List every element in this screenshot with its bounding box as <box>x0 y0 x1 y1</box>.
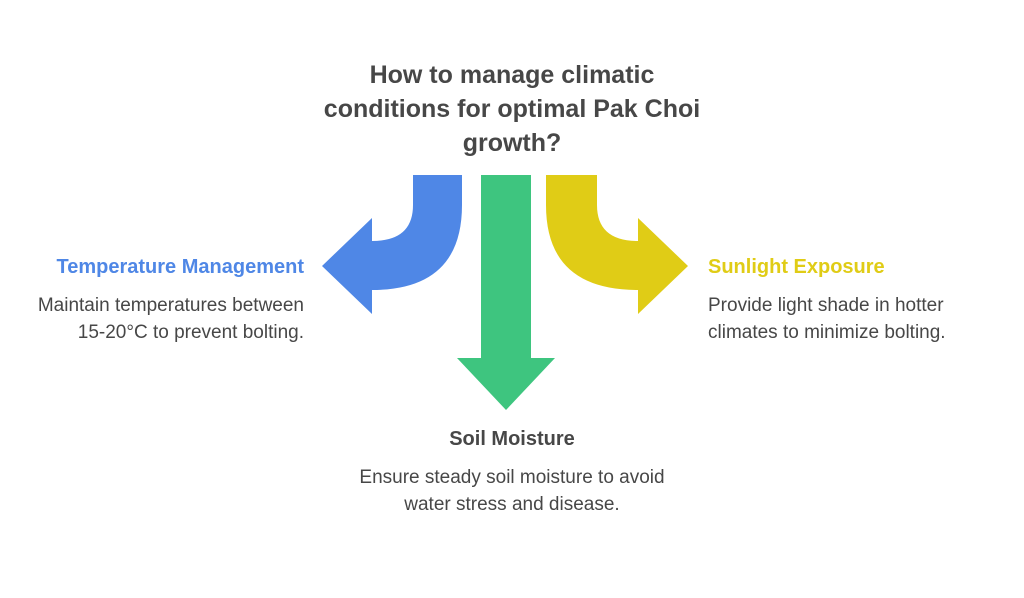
soil-heading: Soil Moisture <box>449 428 575 450</box>
arrow-down-icon <box>457 175 555 410</box>
temperature-heading: Temperature Management <box>56 256 304 278</box>
curved-arrow-left-icon <box>322 175 462 314</box>
temperature-description: Maintain temperatures between 15-20°C to… <box>37 295 304 343</box>
sunlight-description: Provide light shade in hotter climates t… <box>708 295 946 343</box>
curved-arrow-right-icon <box>546 175 688 314</box>
soil-description: Ensure steady soil moisture to avoid wat… <box>359 467 665 515</box>
sunlight-heading: Sunlight Exposure <box>708 256 885 278</box>
diagram-title: How to manage climatic conditions for op… <box>323 61 701 157</box>
